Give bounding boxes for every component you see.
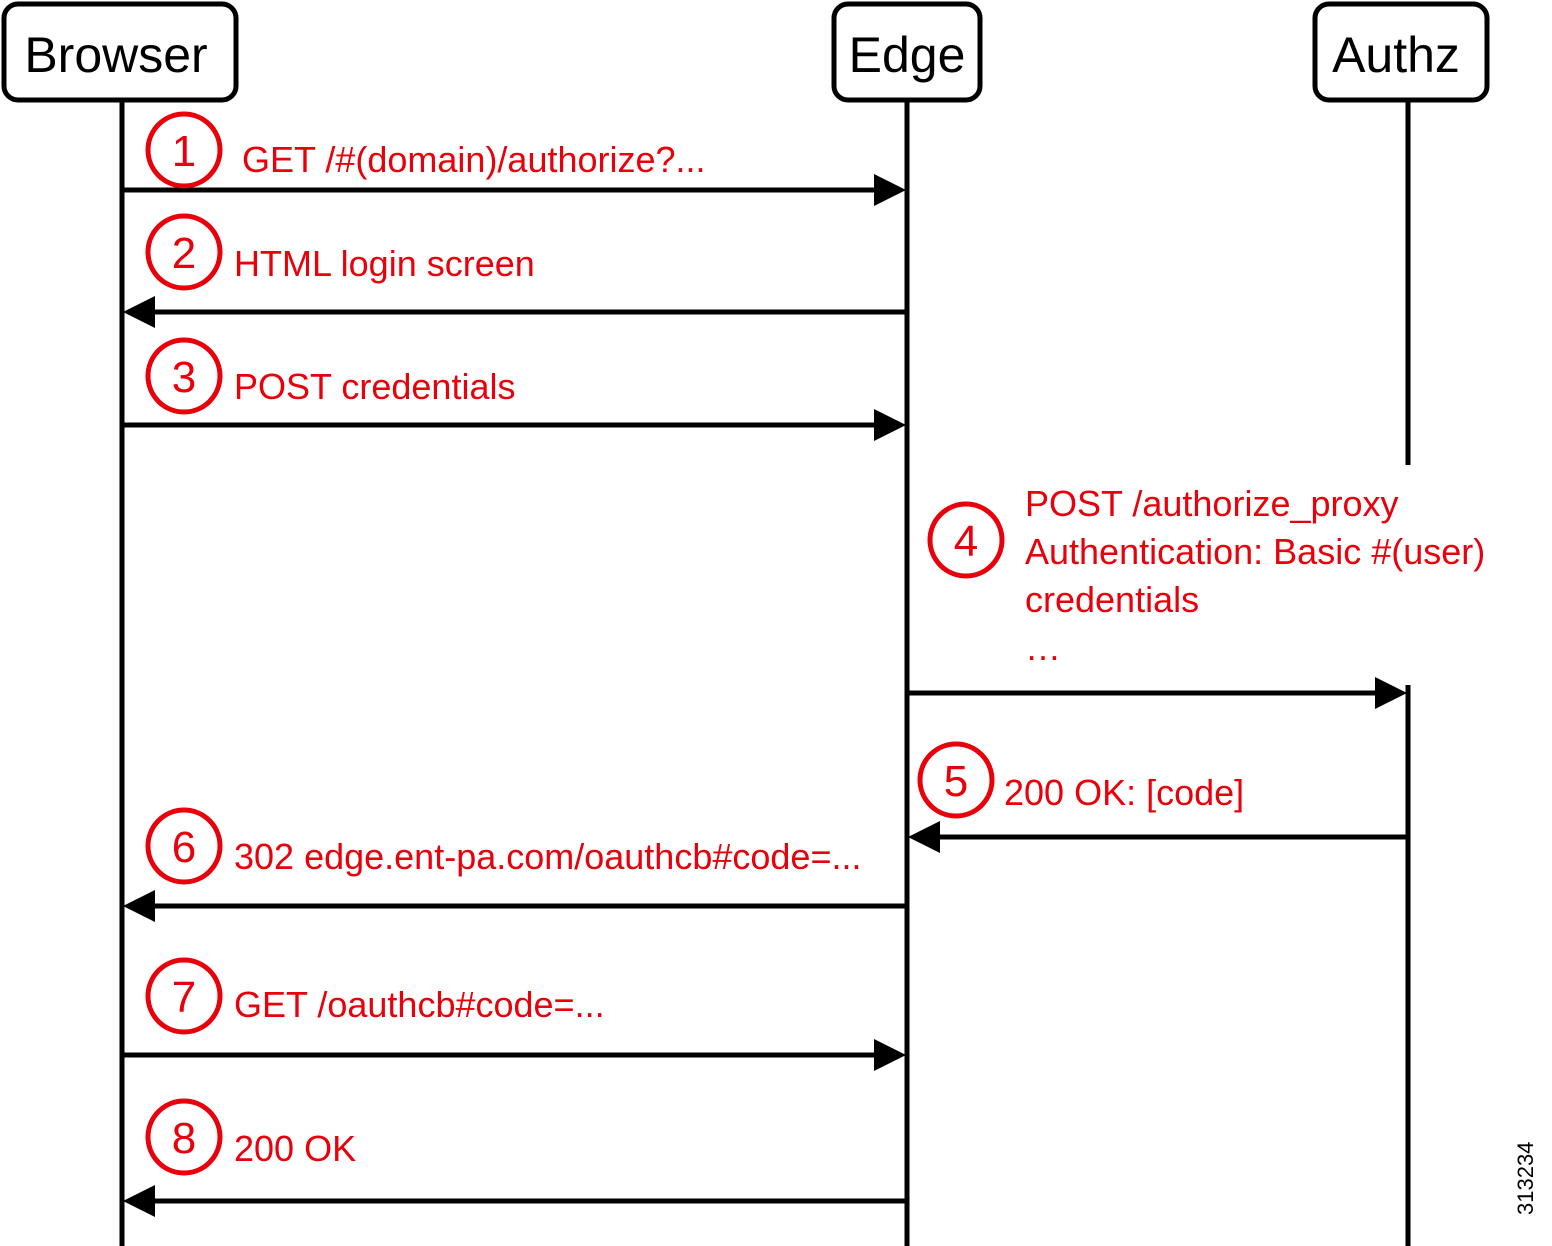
arrowhead-right-icon	[1375, 677, 1407, 709]
step-2-number: 2	[172, 229, 196, 278]
arrowhead-right-icon	[874, 1039, 906, 1071]
message-5: 5 200 OK: [code]	[908, 741, 1408, 853]
message-1: 1 GET /#(domain)/authorize?...	[122, 111, 906, 206]
message-4-label-line-3: credentials	[1025, 579, 1199, 620]
step-7-number: 7	[172, 973, 196, 1022]
message-6: 6 302 edge.ent-pa.com/oauthcb#code=...	[123, 807, 907, 922]
message-3-label: POST credentials	[234, 366, 515, 407]
message-7: 7 GET /oauthcb#code=...	[122, 957, 906, 1071]
step-4-badge	[927, 501, 1005, 579]
message-1-label: GET /#(domain)/authorize?...	[242, 139, 706, 180]
step-3-badge	[145, 337, 223, 415]
arrowhead-right-icon	[874, 409, 906, 441]
step-6-number: 6	[172, 823, 196, 872]
actor-edge: Edge	[831, 1, 983, 103]
step-5-badge	[917, 741, 995, 819]
actor-authz: Authz	[1312, 1, 1490, 103]
message-8-label: 200 OK	[234, 1128, 356, 1169]
message-4: 4 POST /authorize_proxy Authentication: …	[907, 483, 1485, 709]
step-1-number: 1	[172, 127, 196, 176]
message-7-label: GET /oauthcb#code=...	[234, 984, 605, 1025]
message-2-label: HTML login screen	[234, 243, 535, 284]
message-4-label-line-2: Authentication: Basic #(user)	[1025, 531, 1485, 572]
actor-browser-label: Browser	[24, 27, 207, 83]
message-8: 8 200 OK	[123, 1098, 907, 1217]
arrowhead-left-icon	[908, 821, 940, 853]
message-3: 3 POST credentials	[122, 337, 906, 441]
message-4-label-line-4: …	[1025, 627, 1061, 668]
arrowhead-left-icon	[123, 1185, 155, 1217]
step-7-badge	[145, 957, 223, 1035]
message-4-label-line-1: POST /authorize_proxy	[1025, 483, 1399, 524]
step-4-number: 4	[954, 517, 978, 566]
arrowhead-left-icon	[123, 296, 155, 328]
arrowhead-left-icon	[123, 890, 155, 922]
message-5-label: 200 OK: [code]	[1004, 772, 1244, 813]
actor-browser: Browser	[1, 1, 239, 103]
message-6-label: 302 edge.ent-pa.com/oauthcb#code=...	[234, 836, 861, 877]
step-8-badge	[145, 1098, 223, 1176]
message-2: 2 HTML login screen	[123, 213, 907, 328]
step-1-badge	[145, 111, 223, 189]
step-2-badge	[145, 213, 223, 291]
figure-id: 313234	[1513, 1142, 1538, 1215]
step-6-badge	[145, 807, 223, 885]
step-5-number: 5	[944, 757, 968, 806]
actor-edge-label: Edge	[849, 27, 966, 83]
step-8-number: 8	[172, 1114, 196, 1163]
arrowhead-right-icon	[874, 174, 906, 206]
actor-authz-label: Authz	[1332, 27, 1460, 83]
step-3-number: 3	[172, 353, 196, 402]
